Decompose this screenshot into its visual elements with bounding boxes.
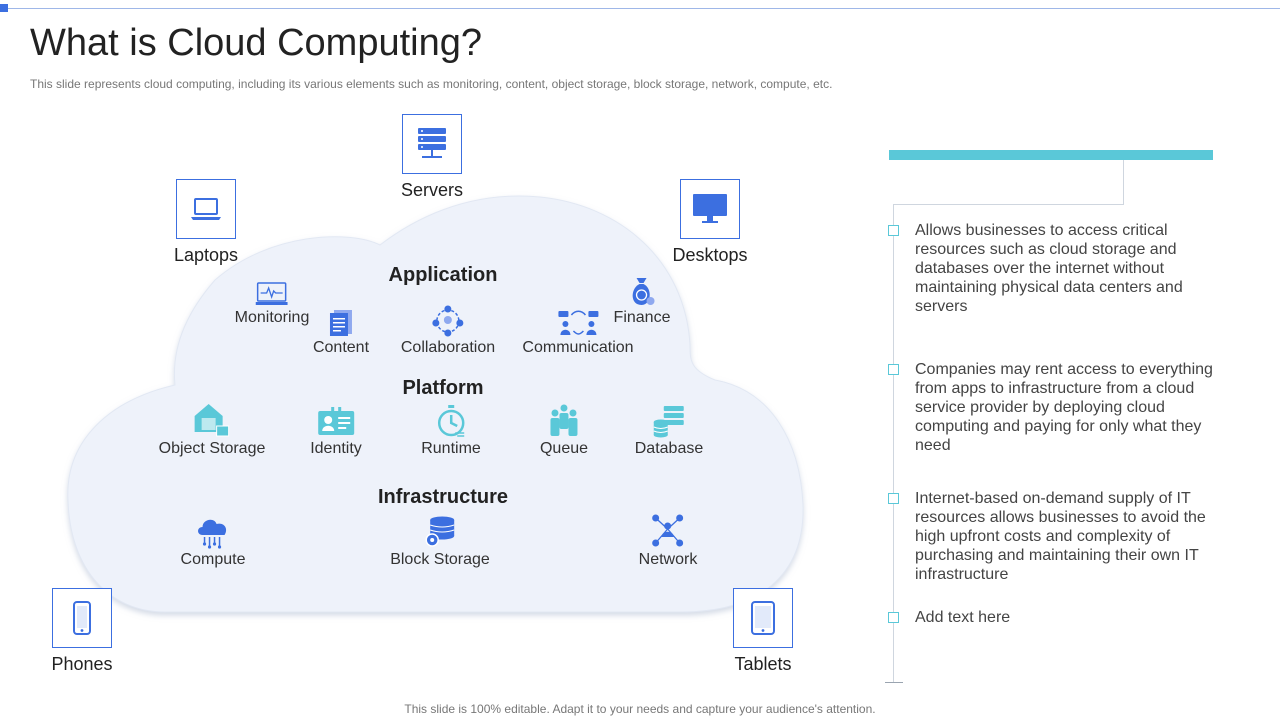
- bullet-item: Internet-based on-demand supply of IT re…: [888, 489, 1238, 584]
- item-label-network: Network: [638, 551, 698, 568]
- top-rule: [0, 8, 1280, 9]
- item-queue: Queue: [539, 404, 589, 458]
- laptop-icon: [176, 179, 236, 239]
- cloud-compute-icon: [181, 517, 246, 549]
- footer-note: This slide is 100% editable. Adapt it to…: [404, 702, 876, 716]
- item-label-block-storage: Block Storage: [390, 551, 490, 568]
- item-collaboration: Collaboration: [401, 305, 495, 357]
- device-label-phones: Phones: [51, 654, 113, 674]
- page-title: What is Cloud Computing?: [30, 22, 482, 64]
- device-tablets: Tablets: [703, 588, 823, 675]
- tablet-icon: [733, 588, 793, 648]
- device-desktops: Desktops: [650, 179, 770, 266]
- item-label-queue: Queue: [539, 440, 589, 457]
- device-phones: Phones: [22, 588, 142, 675]
- item-runtime: Runtime: [421, 405, 481, 458]
- item-finance: Finance: [613, 275, 671, 327]
- phone-icon: [52, 588, 112, 648]
- item-label-finance: Finance: [613, 309, 671, 326]
- team-collaboration-icon: [401, 305, 495, 337]
- item-label-database: Database: [634, 440, 704, 457]
- bullet-text: Allows businesses to access critical res…: [915, 222, 1183, 315]
- item-label-content: Content: [312, 339, 370, 356]
- item-compute: Compute: [180, 517, 246, 569]
- device-servers: Servers: [372, 114, 492, 201]
- bullet-text: Internet-based on-demand supply of IT re…: [915, 490, 1206, 583]
- item-label-identity: Identity: [310, 440, 362, 457]
- network-icon: [639, 514, 698, 549]
- bullet-timeline-line: [893, 204, 894, 682]
- item-database: Database: [634, 406, 704, 458]
- item-communication: Communication: [522, 305, 634, 357]
- item-label-object-storage: Object Storage: [158, 440, 266, 457]
- section-title-infrastructure: Infrastructure: [377, 486, 509, 508]
- storage-house-icon: [159, 404, 266, 438]
- top-corner-marker: [0, 4, 8, 12]
- bullet-square-icon: [888, 364, 899, 375]
- item-label-monitoring: Monitoring: [234, 309, 310, 326]
- item-object-storage: Object Storage: [158, 404, 266, 458]
- money-bag-icon: [614, 275, 671, 307]
- bullet-square-icon: [888, 225, 899, 236]
- device-label-desktops: Desktops: [672, 245, 748, 265]
- item-label-compute: Compute: [180, 551, 246, 568]
- item-label-runtime: Runtime: [421, 440, 481, 457]
- desktop-monitor-icon: [680, 179, 740, 239]
- item-monitoring: Monitoring: [234, 275, 310, 327]
- device-label-tablets: Tablets: [734, 654, 792, 674]
- monitoring-icon: [235, 275, 310, 307]
- bullet-item: Companies may rent access to everything …: [888, 360, 1238, 455]
- server-rack-icon: [402, 114, 462, 174]
- item-content: Content: [313, 305, 369, 357]
- item-identity: Identity: [310, 406, 362, 458]
- device-label-laptops: Laptops: [173, 245, 239, 265]
- timeline-end-cap: [885, 682, 903, 683]
- communication-icon: [522, 305, 633, 337]
- id-card-icon: [310, 406, 362, 438]
- item-label-collaboration: Collaboration: [400, 339, 496, 356]
- accent-bar: [889, 150, 1213, 160]
- bullet-square-icon: [888, 612, 899, 623]
- bullet-text: Companies may rent access to everything …: [915, 361, 1213, 454]
- section-title-application: Application: [388, 264, 498, 286]
- item-network: Network: [638, 514, 698, 569]
- device-laptops: Laptops: [146, 179, 266, 266]
- section-title-platform: Platform: [402, 377, 484, 399]
- storage-gear-icon: [390, 516, 490, 549]
- database-icon: [635, 406, 704, 438]
- bullet-item: Allows businesses to access critical res…: [888, 221, 1238, 316]
- item-block-storage: Block Storage: [390, 516, 490, 569]
- connector-line-horizontal: [893, 204, 1124, 205]
- connector-line: [1123, 160, 1124, 204]
- bullet-square-icon: [888, 493, 899, 504]
- device-label-servers: Servers: [400, 180, 463, 200]
- stopwatch-icon: [421, 405, 481, 438]
- bullet-item: Add text here: [888, 608, 1238, 627]
- document-icon: [313, 305, 369, 337]
- bullet-text: Add text here: [915, 609, 1011, 626]
- people-queue-icon: [540, 404, 588, 438]
- page-subtitle: This slide represents cloud computing, i…: [30, 77, 833, 91]
- item-label-communication: Communication: [522, 339, 634, 356]
